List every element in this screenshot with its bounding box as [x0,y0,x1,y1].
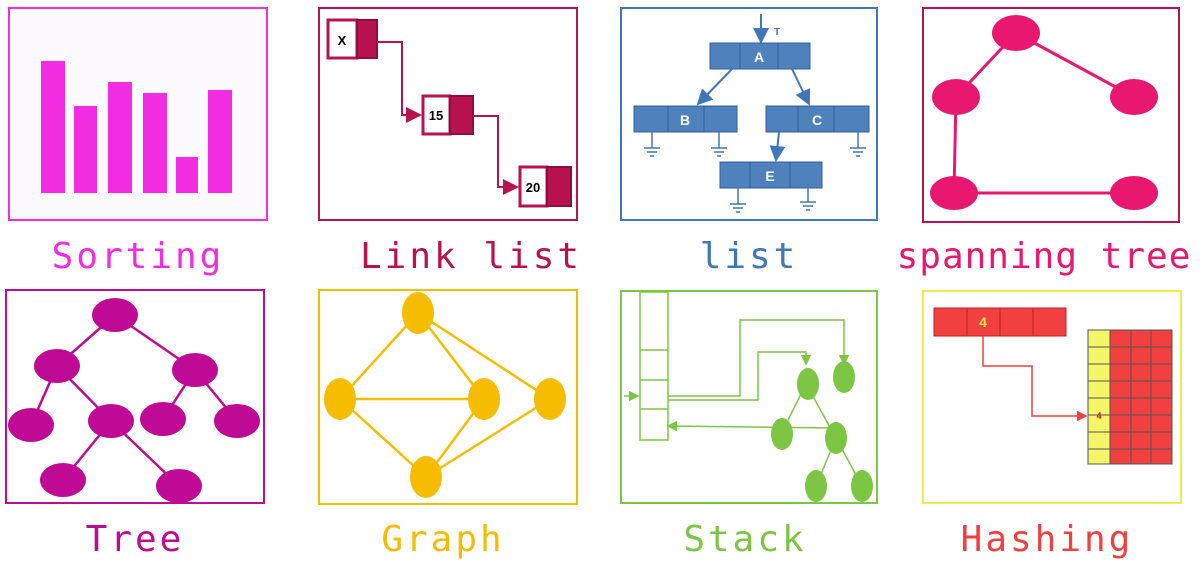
spanning-diagram [930,15,1158,210]
tree-node-rr [214,404,260,438]
list-node-a: A [709,42,811,70]
graph-edge-3 [417,311,551,401]
graph-edge-5 [339,398,427,478]
linklist-link-1 [377,41,422,123]
caption-stack: Stack [683,519,807,560]
list-node-b: B [633,105,738,133]
caption-spanning: spanning tree [896,236,1192,277]
caption-sorting: Sorting [51,236,225,277]
hash-table: 4 [1087,329,1173,465]
list-node-c-label: C [812,112,822,128]
tree-node-l [34,349,80,383]
list-node-e-label: E [765,168,774,184]
list-diagram: A T A B C [633,14,870,213]
sort-bar-2 [74,106,97,193]
sort-bar-3 [108,82,132,193]
spanning-node-top [992,15,1040,51]
stack-panel [620,290,878,504]
linklist-node-3-value: 20 [526,180,540,195]
spanning-node-right [1110,79,1158,115]
tree-panel [5,289,265,504]
linklist-diagram: X 15 20 [326,18,572,208]
stack-tree-node-1 [797,368,819,400]
caption-hashing: Hashing [960,519,1134,560]
tree-node-ll [8,408,54,442]
graph-node-right [534,378,566,420]
list-edge-a-b [696,68,733,106]
spanning-node-bottom-right [1110,176,1158,210]
list-node-c: C [765,105,870,133]
list-null-ground-symbols [644,132,866,213]
caption-tree: Tree [85,519,185,560]
graph-panel [318,289,578,505]
spanning-node-bottom-left [930,176,978,210]
sort-bar-1 [41,61,65,193]
stack-link-2 [668,351,812,401]
stack-tree-node-5 [805,470,827,502]
hashing-panel: 4 4 [922,290,1182,504]
tree-node-lrl [40,463,86,497]
stack-column [639,292,669,441]
stack-tree-node-2 [833,361,855,393]
tree-node-lr [88,404,134,438]
hash-link [982,336,1088,422]
spanning-panel [922,7,1180,223]
spanning-edge-2 [1015,31,1135,99]
stack-tree-node-3 [771,418,793,450]
hash-key-row: 4 [933,307,1067,337]
list-top-marker-label: T [774,27,780,38]
caption-graph: Graph [381,519,505,560]
linklist-panel: X 15 20 [318,7,578,221]
hash-slot-value: 4 [1096,411,1101,421]
graph-edge-1 [339,312,419,400]
hash-key-value: 4 [979,314,987,330]
hashing-diagram: 4 4 [933,307,1173,465]
stack-tree-node-4 [825,422,847,454]
list-node-b-label: B [680,112,690,128]
sort-bar-4 [143,93,167,193]
linklist-node-2-value: 15 [429,108,443,123]
tree-node-lrr [156,469,202,502]
caption-list: list [699,236,799,277]
stack-tree-node-6 [851,470,873,502]
linklist-node-2: 15 [421,94,474,136]
graph-node-left [324,378,356,420]
graph-node-top [402,292,434,334]
spanning-node-left [932,79,980,115]
sort-bar-6 [208,90,232,193]
list-node-a-label: A [754,49,764,65]
caption-linklist: Link list [360,236,583,277]
graph-node-middle [468,378,500,420]
tree-node-root [92,298,138,332]
tree-node-r [172,353,218,387]
linklist-node-1: X [326,18,378,60]
list-node-e: E [719,161,823,189]
graph-edge-7 [425,397,551,479]
graph-diagram [324,292,566,498]
sorting-bars [41,61,232,193]
stack-link-1 [668,319,850,397]
graph-node-bottom [410,456,442,498]
tree-diagram [8,298,260,502]
list-panel: A T A B C [620,7,878,221]
list-edge-c-e [769,131,786,162]
linklist-link-2 [473,115,519,195]
sorting-panel [8,7,268,221]
stack-diagram [624,292,873,502]
linklist-node-1-value: X [338,33,347,48]
list-edge-a-c [791,68,811,106]
sort-bar-5 [176,157,198,193]
tree-node-rl [140,402,186,436]
stack-link-3 [666,420,837,432]
linklist-node-3: 20 [518,165,572,208]
